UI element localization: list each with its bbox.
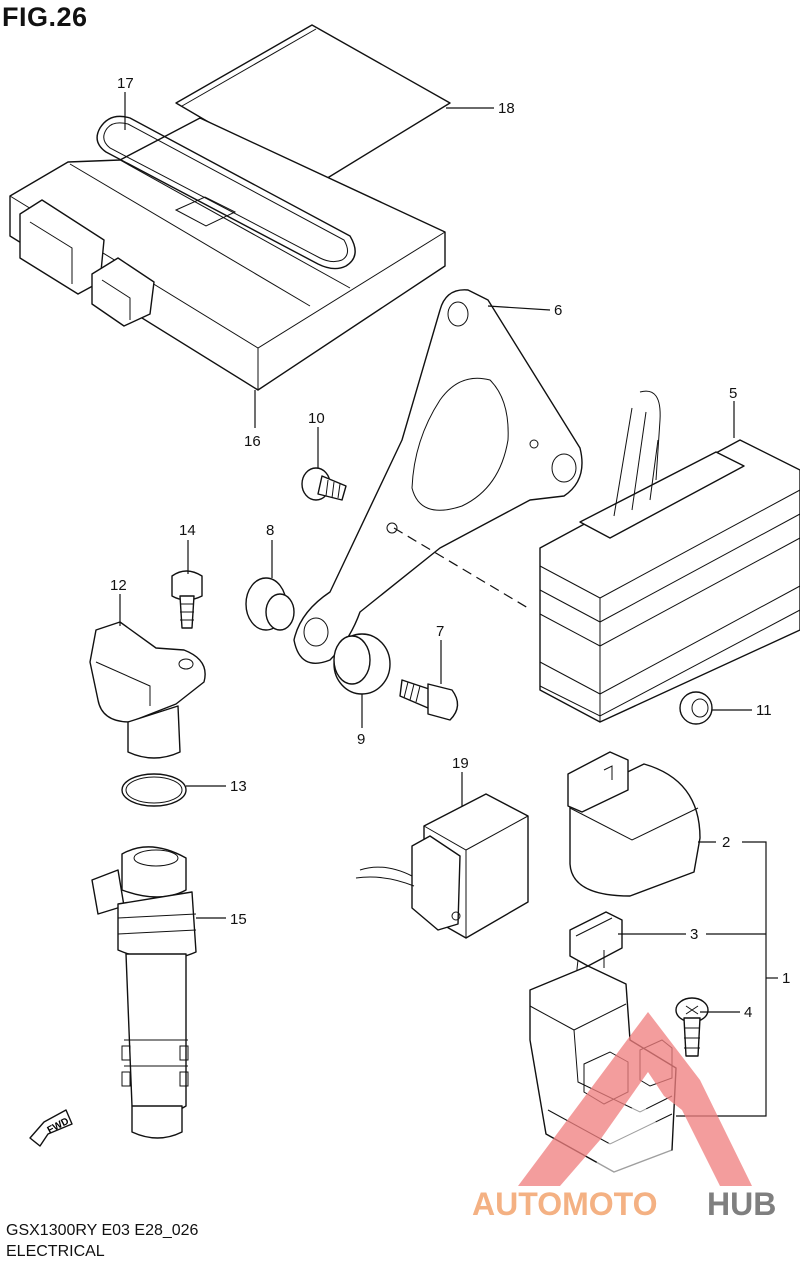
part-11-nut[interactable] (679, 691, 713, 725)
callout-18: 18 (498, 100, 515, 117)
callout-15: 15 (230, 911, 247, 928)
callout-16: 16 (244, 433, 261, 450)
watermark-text: AUTOMOTO HUB (472, 1186, 776, 1222)
callout-9: 9 (357, 731, 365, 748)
part-3-fuse[interactable] (569, 911, 623, 979)
part-8-spacer[interactable] (245, 577, 295, 631)
part-5-regulator-rectifier[interactable] (539, 390, 800, 723)
part-13-o-ring[interactable] (121, 773, 187, 807)
part-15-ignition-coil[interactable] (91, 846, 197, 1139)
watermark-word-a: AUTOMOTO (472, 1186, 657, 1222)
section-name: ELECTRICAL (6, 1243, 105, 1260)
model-code: GSX1300RY E03 E28_026 (6, 1222, 199, 1239)
callout-11: 11 (756, 702, 772, 719)
leader-6-to-5 (393, 527, 529, 609)
callout-3: 3 (690, 926, 698, 943)
callout-14: 14 (179, 522, 196, 539)
callout-12: 12 (110, 577, 127, 594)
callout-17: 17 (117, 75, 134, 92)
watermark-word-b: HUB (707, 1186, 776, 1222)
callout-10: 10 (308, 410, 325, 427)
callout-19: 19 (452, 755, 469, 772)
callout-6: 6 (554, 302, 562, 319)
part-16-ecm-unit[interactable] (9, 117, 446, 391)
part-12-sensor[interactable] (89, 621, 206, 759)
callout-1: 1 (782, 970, 790, 987)
callout-13: 13 (230, 778, 247, 795)
leader-lines (119, 92, 778, 1117)
part-9-grommet[interactable] (333, 633, 391, 695)
fwd-direction-arrow: FWD (29, 1109, 73, 1147)
part-4-screw[interactable] (675, 997, 709, 1057)
callout-2: 2 (722, 834, 730, 851)
part-2-cover[interactable] (567, 751, 701, 897)
part-19-relay[interactable] (355, 793, 529, 939)
watermark-logo (518, 1012, 752, 1186)
part-14-bolt[interactable] (171, 570, 203, 629)
figure-title: FIG.26 (2, 2, 88, 32)
callout-numbers: 17 18 6 16 10 5 14 8 12 7 11 9 13 19 15 … (110, 75, 790, 1021)
part-17-gasket[interactable] (96, 115, 356, 270)
callout-5: 5 (729, 385, 737, 402)
callout-7: 7 (436, 623, 444, 640)
part-10-bolt[interactable] (301, 467, 347, 501)
part-6-bracket[interactable] (293, 289, 583, 664)
callout-8: 8 (266, 522, 274, 539)
part-7-bolt[interactable] (399, 679, 459, 721)
callout-4: 4 (744, 1004, 752, 1021)
